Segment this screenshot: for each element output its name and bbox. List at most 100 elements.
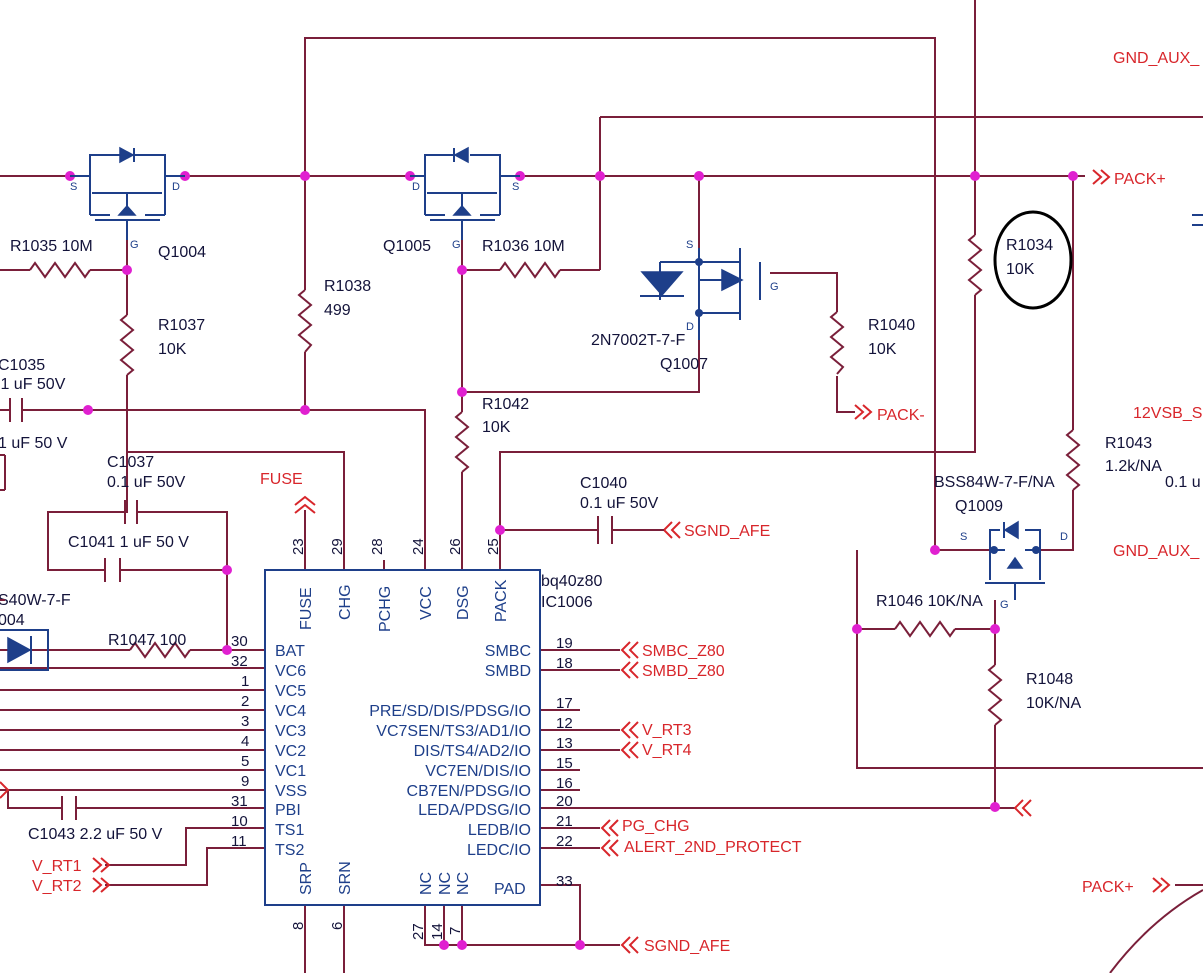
pin-num-2: 2: [241, 693, 249, 710]
junctions: [65, 171, 1078, 950]
pin-num-12: 12: [556, 715, 573, 732]
q1007-d-pin: D: [686, 321, 694, 333]
pin-name-vc6: VC6: [275, 663, 306, 680]
pin-num-10: 10: [231, 813, 248, 830]
q1007-label: Q1007: [660, 356, 708, 373]
pin-name-dis-ts4: DIS/TS4/AD2/IO: [414, 743, 531, 760]
pin-num-1: 1: [241, 673, 249, 690]
pin-num-25: 25: [485, 538, 502, 555]
net-fuse: FUSE: [260, 471, 303, 488]
r1034: [967, 234, 983, 296]
junction-dot: [990, 802, 1000, 812]
ic-top-pins: 23 FUSE 29 CHG 28 PCHG 24 VCC 26 DSG 25 …: [290, 538, 510, 632]
net-pack-plus-bottom: PACK+: [1082, 879, 1134, 896]
pin-num-22: 22: [556, 833, 573, 850]
pin-name-vc5: VC5: [275, 683, 306, 700]
junction-dot: [990, 624, 1000, 634]
junction-dot: [595, 171, 605, 181]
r1042-val: 10K: [482, 419, 511, 436]
r1036-label: R1036 10M: [482, 238, 565, 255]
pin-name-chg: CHG: [337, 584, 354, 620]
mosfet-q1009: S D G BSS84W-7-F/NA Q1009: [934, 474, 1068, 611]
junction-dot: [83, 405, 93, 415]
pin-num-9: 9: [241, 773, 249, 790]
c1041-label: C1041 1 uF 50 V: [68, 534, 189, 551]
pin-num-18: 18: [556, 655, 573, 672]
pin-num-6: 6: [329, 922, 346, 930]
c1035: [9, 398, 23, 422]
ic-bq40z80: bq40z80 IC1006 23 FUSE 29 CHG 28 PCHG 24…: [231, 538, 602, 940]
pin-name-nc-14: NC: [437, 872, 454, 895]
pin-name-vss: VSS: [275, 783, 307, 800]
pin-num-31: 31: [231, 793, 248, 810]
r1037: [119, 314, 135, 376]
pin-name-vc2: VC2: [275, 743, 306, 760]
c1037-ref: C1037: [107, 454, 154, 471]
q1009-part: BSS84W-7-F/NA: [934, 474, 1055, 491]
r1043-ref: R1043: [1105, 435, 1152, 452]
net-labels: GND_AUX_ PACK+ PACK- 12VSB_S 0.1 u GND_A…: [0, 50, 1203, 955]
pin-name-nc-7: NC: [455, 872, 472, 895]
diode-ref-partial: 004: [0, 612, 25, 629]
pin-num-15: 15: [556, 755, 573, 772]
ic-part-number: bq40z80: [541, 573, 602, 590]
r1048-ref: R1048: [1026, 671, 1073, 688]
q1005-s-pin: S: [512, 181, 519, 193]
c1041: [104, 558, 121, 582]
pin-num-14: 14: [429, 923, 446, 940]
c1035-ref: C1035: [0, 357, 45, 374]
pin-name-ts1: TS1: [275, 822, 304, 839]
net-gnd-aux-top: GND_AUX_: [1113, 50, 1200, 67]
pin-num-20: 20: [556, 793, 573, 810]
net-pack-plus: PACK+: [1114, 171, 1166, 188]
net-pg-chg: PG_CHG: [622, 818, 690, 835]
q1004-label: Q1004: [158, 244, 206, 261]
junction-dot: [970, 171, 980, 181]
junction-dot: [222, 645, 232, 655]
r1047: [129, 641, 191, 659]
pin-num-30: 30: [231, 633, 248, 650]
junction-dot: [495, 525, 505, 535]
r1035: [29, 261, 91, 279]
c1040-val: 0.1 uF 50V: [580, 495, 659, 512]
net-v-rt1: V_RT1: [32, 858, 82, 875]
resistors: R1035 10M R1037 10K R1038 499 R1036 10M …: [10, 210, 1162, 726]
pin-name-vc4: VC4: [275, 703, 306, 720]
q1004-s-pin: S: [70, 181, 77, 193]
q1009-g-pin: G: [1000, 599, 1009, 611]
net-pack-minus: PACK-: [877, 407, 925, 424]
c1037: [124, 500, 138, 524]
r1036: [499, 261, 561, 279]
pin-name-vcc: VCC: [418, 586, 435, 620]
pin-name-pbi: PBI: [275, 802, 301, 819]
c1035-val: .1 uF 50V: [0, 376, 66, 393]
pin-name-ledc: LEDC/IO: [467, 842, 531, 859]
r1038-val: 499: [324, 302, 351, 319]
ic-reference: IC1006: [541, 594, 593, 611]
c1043-label: C1043 2.2 uF 50 V: [28, 826, 163, 843]
pin-name-smbd: SMBD: [485, 663, 531, 680]
c1040-ref: C1040: [580, 475, 627, 492]
pin-num-29: 29: [329, 538, 346, 555]
pin-name-pad: PAD: [494, 881, 526, 898]
mosfet-q1004: S D G Q1004: [70, 146, 206, 261]
r1040: [829, 311, 845, 375]
pin-name-bat: BAT: [275, 643, 305, 660]
pin-num-21: 21: [556, 813, 573, 830]
ic-bottom-pins: SRP 8 SRN 6 NC 27 NC 14 NC 7 PAD 33: [290, 861, 573, 940]
net-sgnd-afe: SGND_AFE: [684, 523, 770, 540]
cap-right-partial: 0.1 u: [1165, 474, 1201, 491]
r1048: [987, 664, 1003, 726]
net-v-rt4: V_RT4: [642, 742, 692, 759]
r1035-label: R1035 10M: [10, 238, 93, 255]
r1043: [1065, 429, 1081, 491]
q1009-label: Q1009: [955, 498, 1003, 515]
r1047-label: R1047 100: [108, 632, 186, 649]
pin-num-27: 27: [410, 923, 427, 940]
mosfet-q1005: D S G Q1005: [383, 146, 520, 255]
junction-dot: [457, 387, 467, 397]
pin-num-11: 11: [231, 833, 247, 850]
r1038-ref: R1038: [324, 278, 371, 295]
